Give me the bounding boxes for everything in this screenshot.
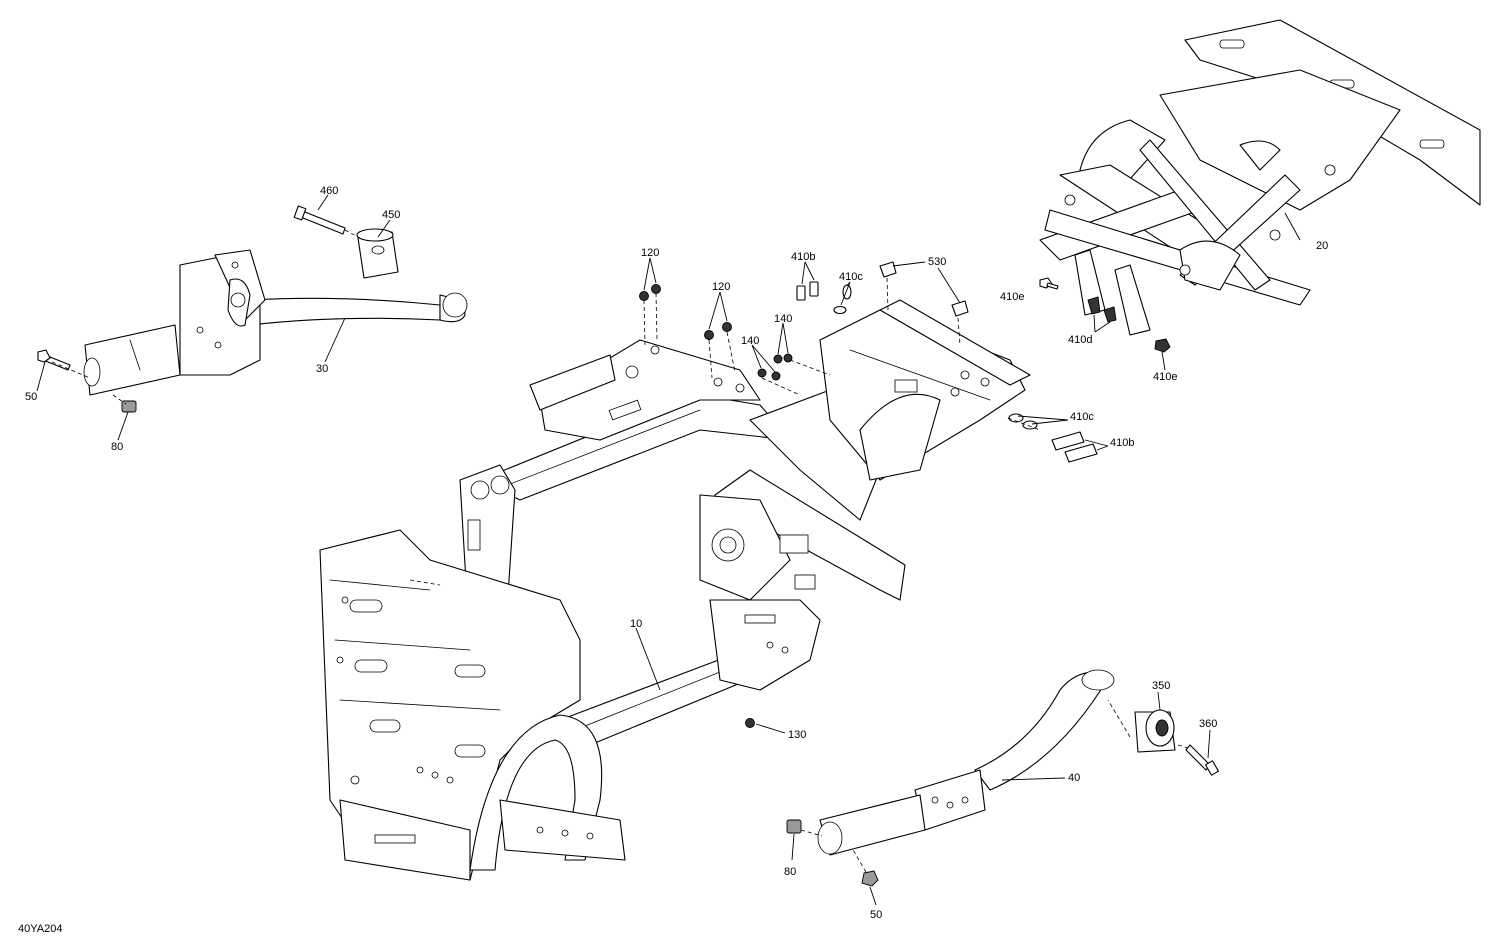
callout-450: 450 xyxy=(382,209,400,221)
callout-80-right: 80 xyxy=(784,866,796,878)
nut-part-80-right xyxy=(786,819,802,834)
assembly-lines xyxy=(51,229,1189,873)
callout-350: 350 xyxy=(1152,680,1170,692)
callout-120-a: 120 xyxy=(641,247,659,259)
rear-subframe-part-20 xyxy=(1039,19,1481,336)
bolt-part-360 xyxy=(1185,744,1220,776)
callout-120-b: 120 xyxy=(712,281,730,293)
callout-530: 530 xyxy=(928,256,946,268)
bushing-part-350 xyxy=(1134,709,1176,753)
main-frame-part-10 xyxy=(319,299,1031,881)
hardware-group xyxy=(639,261,1171,728)
left-trailing-arm-part-30 xyxy=(83,249,468,396)
bushing-part-450 xyxy=(356,228,399,279)
callout-360: 360 xyxy=(1199,718,1217,730)
callout-10: 10 xyxy=(630,618,642,630)
callout-40: 40 xyxy=(1068,772,1080,784)
bolt-part-50-left xyxy=(37,349,71,371)
callout-130: 130 xyxy=(788,729,806,741)
callout-410d: 410d xyxy=(1068,334,1092,346)
leader-lines xyxy=(36,194,1301,906)
callout-460: 460 xyxy=(320,185,338,197)
callout-50-right: 50 xyxy=(870,909,882,921)
callout-410e-bottom: 410e xyxy=(1153,371,1177,383)
callout-410e-top: 410e xyxy=(1000,291,1024,303)
callout-80-left: 80 xyxy=(111,441,123,453)
callout-410c-top: 410c xyxy=(839,271,863,283)
bolt-part-50-right xyxy=(861,870,879,887)
callout-140-a: 140 xyxy=(774,313,792,325)
callout-50-left: 50 xyxy=(25,391,37,403)
bolt-part-460 xyxy=(293,205,346,235)
callout-30: 30 xyxy=(316,363,328,375)
callout-140-b: 140 xyxy=(741,335,759,347)
callout-410b-bottom: 410b xyxy=(1110,437,1134,449)
diagram-id: 40YA204 xyxy=(18,923,62,935)
nut-part-80-left xyxy=(121,400,137,413)
callout-20: 20 xyxy=(1316,240,1328,252)
callout-410b-top: 410b xyxy=(791,251,815,263)
callout-410c-bottom: 410c xyxy=(1070,411,1094,423)
callout-labels: 460 450 30 50 80 120 120 140 140 410b 41… xyxy=(25,185,1328,921)
right-trailing-arm-part-40 xyxy=(817,669,1115,856)
